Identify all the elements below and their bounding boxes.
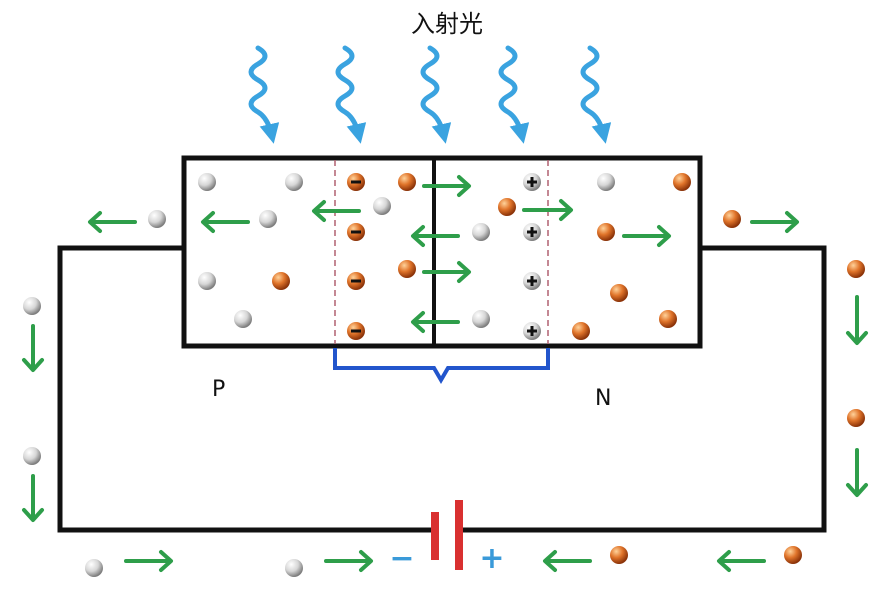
- circuit-wire: [458, 245, 827, 533]
- electron-sphere-icon: [572, 322, 590, 340]
- light-rays: [248, 45, 612, 144]
- holes: [23, 173, 615, 577]
- arrow-icon: [324, 550, 373, 572]
- arrow-icon: [846, 448, 868, 497]
- negative-ion-icon: [347, 322, 365, 340]
- wavy-arrow-icon: [580, 45, 612, 144]
- semiconductor-block: [181, 155, 703, 349]
- hole-sphere-icon: [472, 310, 490, 328]
- arrow-icon: [522, 199, 573, 221]
- arrow-icon: [422, 261, 471, 283]
- hole-sphere-icon: [234, 310, 252, 328]
- electron-sphere-icon: [398, 260, 416, 278]
- electron-sphere-icon: [723, 210, 741, 228]
- electron-sphere-icon: [673, 173, 691, 191]
- electron-sphere-icon: [597, 223, 615, 241]
- incident-light-title: 入射光: [411, 10, 483, 38]
- arrow-icon: [411, 311, 460, 333]
- hole-sphere-icon: [259, 210, 277, 228]
- circuit-wire: [57, 245, 436, 533]
- wavy-arrow-icon: [335, 45, 367, 144]
- battery-positive-sign: +: [479, 541, 504, 576]
- electron-sphere-icon: [659, 310, 677, 328]
- electron-sphere-icon: [784, 546, 802, 564]
- electron-sphere-icon: [610, 546, 628, 564]
- arrow-icon: [717, 550, 766, 572]
- positive-ion-icon: [523, 322, 541, 340]
- hole-sphere-icon: [23, 297, 41, 315]
- positive-ions: [523, 173, 541, 340]
- battery: − +: [389, 500, 505, 576]
- arrow-icon: [22, 324, 44, 372]
- electron-sphere-icon: [272, 272, 290, 290]
- arrow-icon: [88, 211, 137, 233]
- battery-negative-plate: [431, 512, 439, 560]
- negative-ions: [347, 173, 365, 340]
- hole-sphere-icon: [285, 559, 303, 577]
- wavy-arrow-icon: [420, 45, 452, 144]
- arrow-icon: [422, 175, 471, 197]
- hole-sphere-icon: [198, 272, 216, 290]
- negative-ion-icon: [347, 223, 365, 241]
- battery-negative-sign: −: [389, 541, 414, 576]
- positive-ion-icon: [523, 173, 541, 191]
- electron-sphere-icon: [847, 409, 865, 427]
- arrow-icon: [22, 474, 44, 522]
- hole-sphere-icon: [85, 559, 103, 577]
- flow-arrows: [22, 175, 868, 572]
- arrow-icon: [622, 225, 671, 247]
- negative-ion-icon: [347, 173, 365, 191]
- electron-sphere-icon: [847, 260, 865, 278]
- arrow-icon: [411, 225, 460, 247]
- arrow-icon: [124, 550, 173, 572]
- hole-sphere-icon: [285, 173, 303, 191]
- hole-sphere-icon: [23, 447, 41, 465]
- p-region-label: P: [212, 377, 225, 402]
- hole-sphere-icon: [373, 197, 391, 215]
- arrow-icon: [312, 200, 361, 222]
- positive-ion-icon: [523, 272, 541, 290]
- depletion-region-bracket: [333, 348, 550, 384]
- wavy-arrow-icon: [498, 45, 530, 144]
- wavy-arrow-icon: [248, 45, 280, 144]
- electron-sphere-icon: [398, 173, 416, 191]
- hole-sphere-icon: [597, 173, 615, 191]
- hole-sphere-icon: [472, 223, 490, 241]
- electron-sphere-icon: [610, 284, 628, 302]
- arrow-icon: [201, 211, 250, 233]
- arrow-icon: [750, 211, 799, 233]
- electrons: [272, 173, 865, 564]
- negative-ion-icon: [347, 272, 365, 290]
- n-region-label: N: [595, 386, 611, 411]
- battery-positive-plate: [455, 500, 463, 570]
- hole-sphere-icon: [148, 210, 166, 228]
- electron-sphere-icon: [498, 198, 516, 216]
- arrow-icon: [846, 295, 868, 345]
- positive-ion-icon: [523, 223, 541, 241]
- arrow-icon: [543, 550, 592, 572]
- hole-sphere-icon: [198, 173, 216, 191]
